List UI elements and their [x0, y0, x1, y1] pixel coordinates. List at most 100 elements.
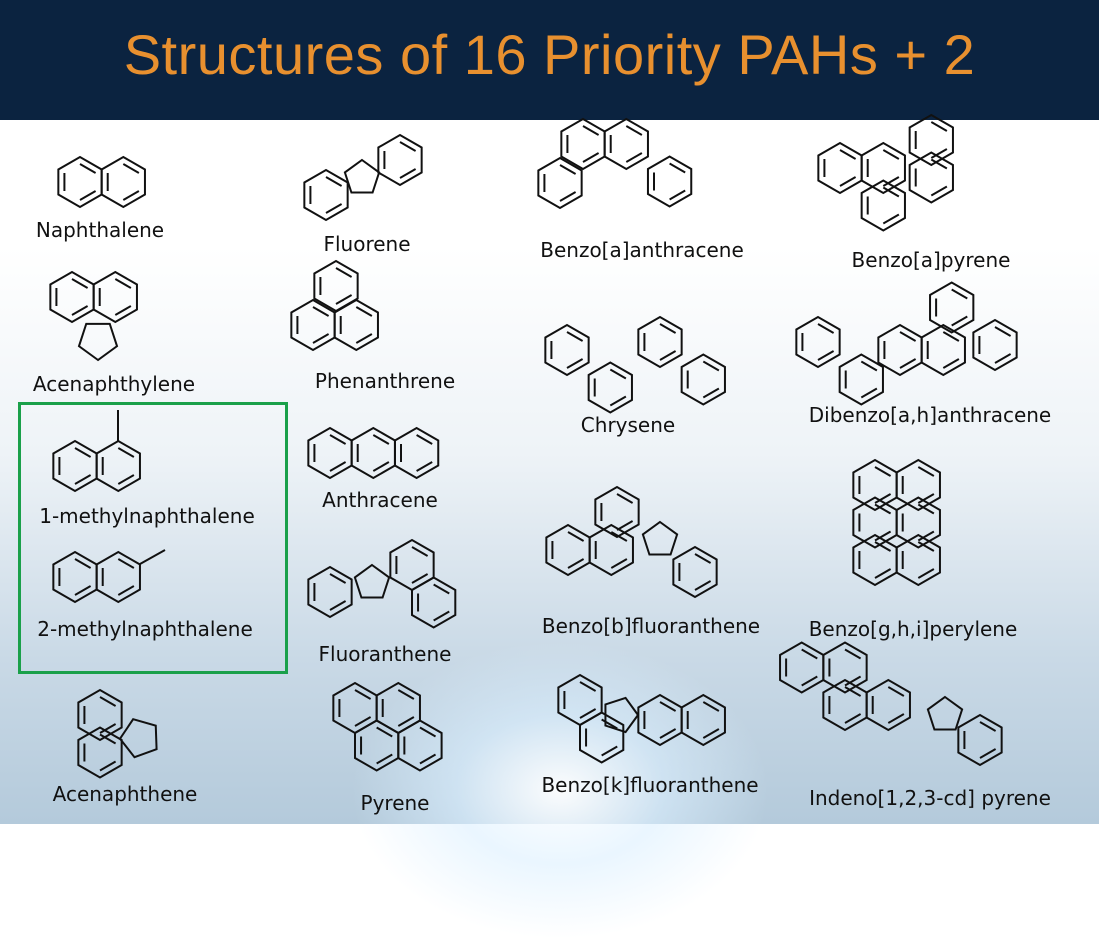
fluoranthene-five-ring — [353, 563, 391, 599]
fluoranthene-ring — [411, 576, 457, 629]
benzo-b-fluoranthene-double-bond — [616, 493, 634, 504]
pyrene-double-bond — [419, 753, 437, 765]
benzo-ghi-perylene-double-bond — [917, 530, 935, 542]
label-1-methylnaphthalene: 1-methylnaphthalene — [39, 504, 255, 528]
chrysene-ring — [637, 315, 683, 369]
naphthalene-double-bond — [122, 190, 140, 201]
naphthalene-ring — [100, 155, 146, 209]
methylnaphthalene-2-double-bond — [117, 558, 135, 569]
indeno-pyrene-double-bond — [844, 686, 862, 697]
dibenz-ah-anthracene-double-bond — [860, 387, 878, 399]
label-benzo-a-pyrene: Benzo[a]pyrene — [851, 248, 1011, 272]
benzo-a-pyrene-ring — [860, 179, 906, 232]
dibenz-ah-anthracene-ring — [920, 323, 966, 377]
benzo-k-fluoranthene-double-bond — [659, 728, 677, 739]
chrysene-ring — [544, 323, 590, 377]
methylnaphthalene-1-double-bond — [74, 474, 92, 485]
title-bar: Structures of 16 Priority PAHs + 2 — [0, 0, 1099, 120]
benzo-k-fluoranthene-double-bond — [659, 701, 677, 712]
benzo-a-anthracene-double-bond — [559, 191, 577, 202]
benzo-ghi-perylene-ring — [895, 496, 941, 549]
label-benzo-a-anthracene: Benzo[a]anthracene — [540, 238, 744, 262]
benzo-b-fluoranthene-double-bond — [694, 553, 712, 564]
methylnaphthalene-2-ring — [95, 550, 141, 604]
label-phenanthrene: Phenanthrene — [314, 369, 456, 393]
fluoranthene-double-bond — [433, 583, 450, 595]
methylnaphthalene-1-ring — [95, 439, 141, 493]
benzo-b-fluoranthene-double-bond — [610, 558, 628, 569]
benzo-a-pyrene-double-bond — [930, 185, 948, 197]
anthracene-ring — [393, 426, 440, 480]
benzo-k-fluoranthene-double-bond — [702, 728, 720, 739]
pyrene-double-bond — [354, 716, 372, 727]
pyrene-double-bond — [354, 689, 372, 700]
acenaphthylene-five-ring — [77, 322, 119, 362]
acenaphthene-double-bond — [99, 733, 117, 745]
benzo-k-fluoranthene-five-ring — [604, 696, 640, 734]
methylnaphthalene-2-double-bond — [117, 585, 135, 596]
acenaphthene-double-bond — [99, 696, 117, 707]
indeno-pyrene-five-ring — [926, 695, 964, 731]
phenanthrene-double-bond — [312, 306, 330, 317]
fluorene-double-bond — [325, 176, 343, 187]
dibenz-ah-anthracene-ring — [972, 318, 1018, 372]
label-chrysene: Chrysene — [580, 413, 676, 437]
indeno-pyrene-double-bond — [801, 648, 818, 660]
indeno-pyrene-double-bond — [844, 713, 862, 724]
fluorene-double-bond — [325, 203, 343, 214]
benzo-a-anthracene-double-bond — [582, 125, 600, 136]
benzo-k-fluoranthene-double-bond — [601, 718, 618, 730]
indeno-pyrene-double-bond — [887, 713, 905, 724]
pyrene-double-bond — [376, 753, 393, 765]
acenaphthylene-double-bond — [71, 278, 89, 289]
benzo-b-fluoranthene-double-bond — [694, 580, 712, 591]
chrysene-double-bond — [659, 323, 677, 334]
dibenz-ah-anthracene-double-bond — [817, 323, 835, 334]
anthracene-double-bond — [416, 434, 433, 445]
dibenz-ah-anthracene-ring — [795, 315, 841, 369]
benzo-a-pyrene-double-bond — [882, 149, 900, 160]
anthracene-double-bond — [329, 434, 347, 445]
pyrene-double-bond — [397, 689, 415, 700]
label-anthracene: Anthracene — [322, 488, 438, 512]
anthracene-double-bond — [416, 461, 433, 472]
dibenz-ah-anthracene-double-bond — [951, 288, 968, 300]
fluoranthene-double-bond — [433, 610, 450, 622]
dibenz-ah-anthracene-ring — [838, 353, 884, 406]
benzo-ghi-perylene-double-bond — [874, 530, 892, 542]
benzo-a-pyrene-double-bond — [930, 158, 948, 170]
benzo-a-pyrene-ring — [860, 141, 906, 195]
label-naphthalene: Naphthalene — [35, 218, 165, 242]
acenaphthene-five-ring — [118, 718, 158, 759]
label-acenaphthene: Acenaphthene — [52, 782, 198, 806]
label-dibenz-ah-anthracene: Dibenzo[a,h]anthracene — [808, 403, 1052, 427]
fluorene-double-bond — [399, 168, 417, 179]
chrysene-ring — [587, 361, 633, 414]
indeno-pyrene-double-bond — [844, 648, 862, 660]
benzo-a-pyrene-double-bond — [882, 213, 900, 225]
phenanthrene-double-bond — [335, 267, 353, 278]
highlight-box-methylnaphthalenes — [18, 402, 288, 674]
anthracene-double-bond — [372, 434, 390, 445]
benzo-k-fluoranthene-double-bond — [579, 708, 597, 719]
benzo-a-anthracene-ring — [537, 156, 583, 210]
fluorene-double-bond — [399, 141, 417, 152]
fluoranthene-double-bond — [411, 546, 429, 557]
benzo-a-anthracene-ring — [603, 117, 649, 171]
dibenz-ah-anthracene-double-bond — [951, 315, 968, 327]
label-benzo-k-fluoranthene: Benzo[k]fluoranthene — [541, 773, 759, 797]
pyrene-double-bond — [397, 716, 415, 727]
benzo-ghi-perylene-ring — [895, 533, 941, 587]
anthracene-double-bond — [329, 461, 347, 472]
benzo-ghi-perylene-double-bond — [874, 466, 892, 477]
benzo-b-fluoranthene-five-ring — [641, 520, 679, 556]
chrysene-double-bond — [609, 395, 627, 407]
benzo-ghi-perylene-double-bond — [917, 541, 935, 552]
acenaphthylene-ring — [92, 270, 138, 324]
label-benzo-ghi-perylene: Benzo[g,h,i]perylene — [808, 617, 1018, 641]
fluoranthene-double-bond — [329, 600, 347, 611]
benzo-k-fluoranthene-ring — [579, 711, 625, 764]
label-benzo-b-fluoranthene: Benzo[b]fluoranthene — [541, 614, 761, 638]
indeno-pyrene-double-bond — [844, 675, 862, 687]
indeno-pyrene-ring — [865, 678, 911, 732]
